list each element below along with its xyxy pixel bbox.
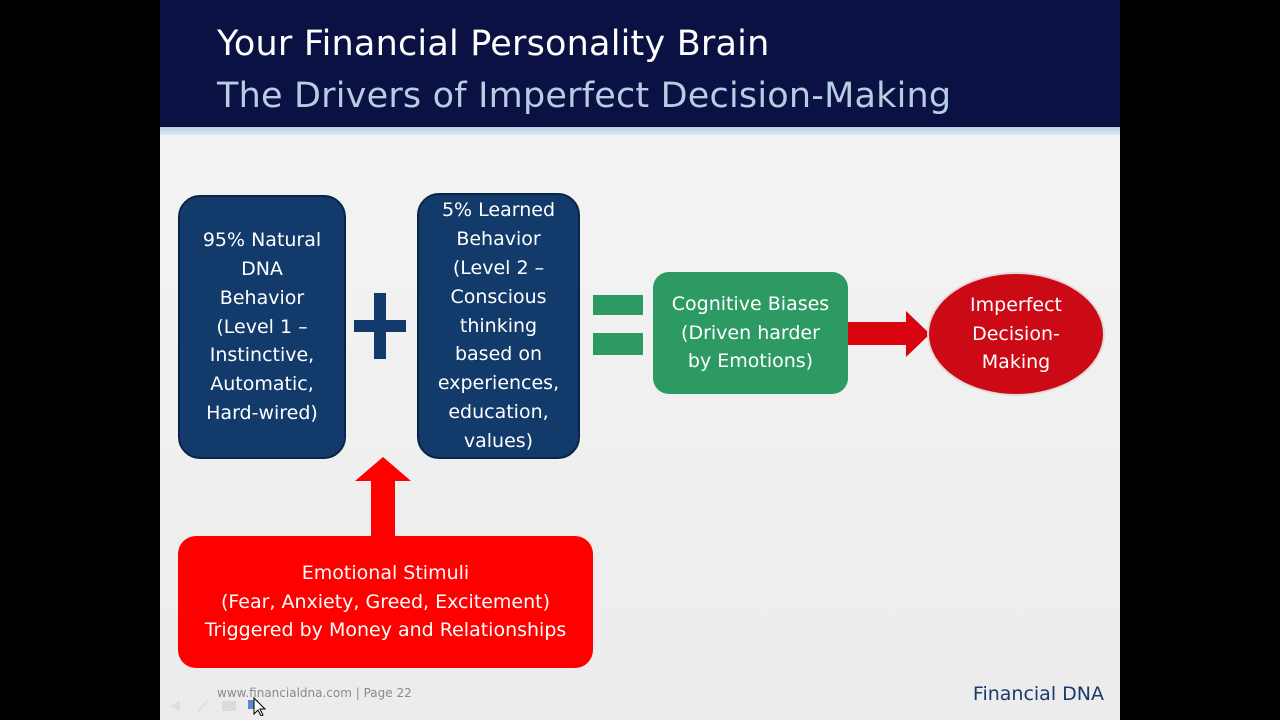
right-arrow-icon: [848, 311, 930, 357]
header-divider: [160, 127, 1120, 135]
emotional-stimuli-text: Emotional Stimuli (Fear, Anxiety, Greed,…: [204, 561, 567, 642]
menu-icon: [222, 701, 236, 711]
slideshow-nav-controls[interactable]: [168, 696, 278, 716]
slide-subtitle: The Drivers of Imperfect Decision-Making: [217, 76, 952, 116]
slide-menu-icon: [248, 700, 258, 709]
learned-behavior-box: 5% Learned Behavior (Level 2 – Conscious…: [417, 193, 580, 459]
cognitive-biases-text: Cognitive Biases (Driven harder by Emoti…: [671, 292, 830, 373]
brand-logo: Financial DNA: [972, 683, 1104, 705]
footer-page-info: www.financialdna.com | Page 22: [217, 686, 412, 700]
imperfect-decision-ellipse: Imperfect Decision- Making: [927, 272, 1105, 396]
learned-behavior-text: 5% Learned Behavior (Level 2 – Conscious…: [437, 199, 560, 452]
pen-icon: [197, 699, 209, 713]
natural-behavior-text: 95% Natural DNA Behavior (Level 1 – Inst…: [202, 229, 322, 424]
emotional-stimuli-box: Emotional Stimuli (Fear, Anxiety, Greed,…: [178, 536, 593, 668]
natural-behavior-box: 95% Natural DNA Behavior (Level 1 – Inst…: [178, 195, 346, 459]
slide-title: Your Financial Personality Brain: [217, 24, 770, 64]
cognitive-biases-box: Cognitive Biases (Driven harder by Emoti…: [653, 272, 848, 394]
cursor-pointer-icon: [253, 696, 267, 716]
prev-arrow-icon: [170, 700, 180, 712]
slide: Your Financial Personality Brain The Dri…: [160, 0, 1120, 720]
imperfect-decision-text: Imperfect Decision- Making: [970, 293, 1062, 374]
up-arrow-icon: [355, 457, 411, 536]
equals-icon: [593, 295, 643, 355]
plus-icon: [354, 293, 406, 359]
slide-header: Your Financial Personality Brain The Dri…: [160, 0, 1120, 127]
